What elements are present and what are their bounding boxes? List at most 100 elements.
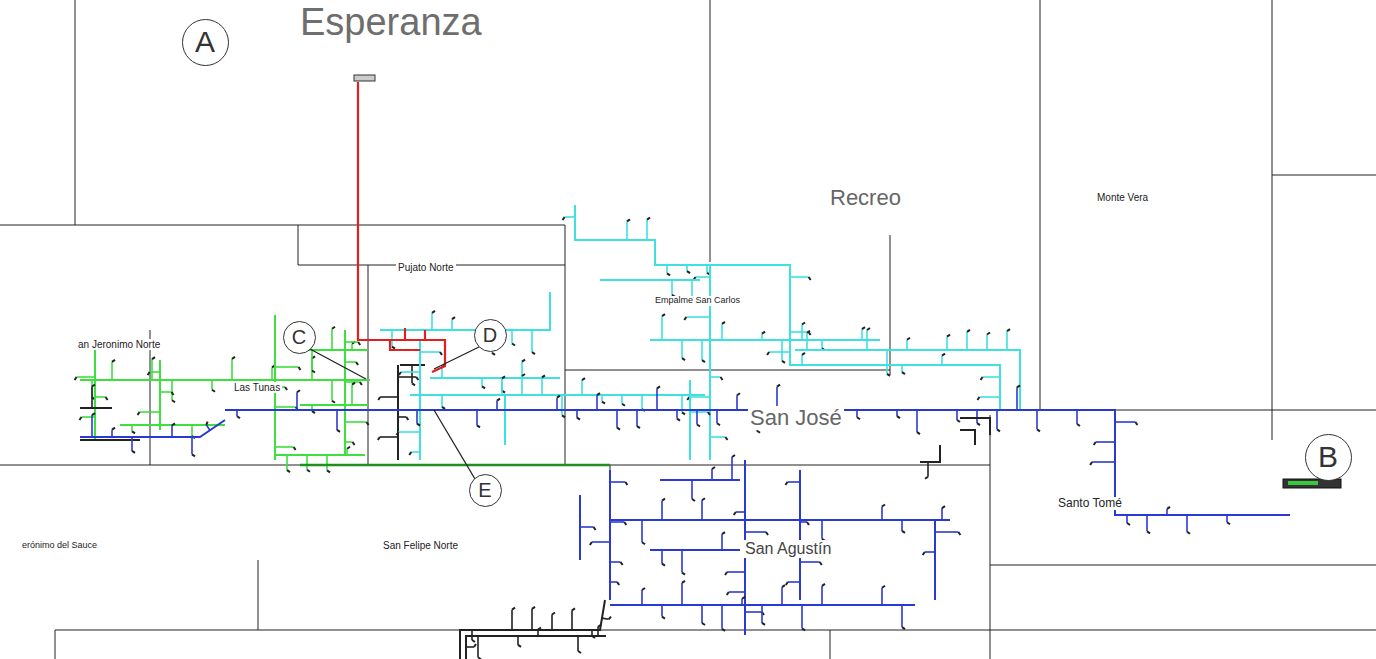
pipe-branch (1076, 410, 1078, 424)
pipe-branch (745, 531, 766, 533)
service-tick (532, 352, 535, 354)
pipe-branch (681, 340, 683, 358)
service-tick (1147, 531, 1150, 533)
service-tick (722, 322, 725, 324)
service-tick (662, 499, 665, 501)
service-tick (392, 347, 395, 349)
pipe-line (275, 454, 365, 456)
service-tick (907, 338, 910, 340)
service-tick (807, 522, 809, 525)
service-tick (958, 532, 960, 535)
pipe-branch (580, 526, 594, 528)
service-tick (1167, 507, 1170, 509)
pipe-branch (296, 392, 298, 410)
service-tick (957, 420, 960, 422)
service-tick (637, 426, 640, 428)
pipe-branch (736, 395, 738, 410)
service-tick (478, 657, 481, 659)
service-tick (897, 416, 900, 418)
pipe-branch (666, 265, 668, 273)
service-tick (923, 552, 925, 555)
pipe-branch (1146, 515, 1148, 531)
service-tick (697, 424, 700, 426)
service-tick (942, 354, 945, 356)
pipe-branch (689, 396, 710, 398)
service-tick (682, 581, 685, 583)
service-tick (285, 387, 287, 390)
pipe-branch (331, 329, 333, 350)
pipe-line (600, 279, 700, 281)
pipe-branch (941, 508, 943, 520)
pipe-branch (935, 531, 958, 533)
service-tick (598, 625, 601, 627)
pipe-branch (551, 615, 553, 630)
pipe-branch (781, 340, 783, 361)
service-tick (802, 353, 805, 355)
pipe-branch (610, 521, 624, 523)
place-name: San Agustín (743, 540, 833, 558)
service-tick (782, 585, 785, 587)
pipe-line (799, 470, 801, 600)
service-tick (597, 393, 600, 395)
service-tick (925, 477, 928, 479)
service-tick (802, 628, 805, 630)
service-tick (562, 415, 565, 417)
service-tick (367, 422, 369, 425)
service-tick (981, 377, 983, 380)
service-tick (502, 376, 505, 378)
service-tick (687, 271, 690, 273)
pipe-branch (800, 561, 820, 563)
pipe-branch (861, 329, 863, 340)
pipe-branch (592, 541, 610, 543)
pipe-branch (571, 610, 573, 630)
pipe-branch (881, 506, 883, 520)
pipe-branch (556, 398, 558, 410)
callout-circle: B (1305, 434, 1352, 481)
service-tick (782, 361, 785, 363)
place-name: Santo Tomé (1056, 497, 1124, 510)
service-tick (1090, 462, 1092, 465)
service-tick (353, 442, 355, 445)
pipe-branch (690, 411, 708, 413)
pipe-branch (351, 344, 353, 350)
pipe-branch (901, 520, 903, 531)
service-tick (712, 467, 715, 469)
pipe-branch (476, 410, 478, 425)
service-tick (497, 399, 500, 401)
pipe-branch (626, 221, 628, 240)
pipe-line (430, 377, 560, 379)
service-tick (1017, 385, 1020, 387)
service-tick (75, 377, 77, 380)
pipe-line (419, 340, 421, 460)
service-tick (327, 470, 330, 472)
service-tick (106, 397, 108, 400)
pipe-branch (451, 319, 453, 330)
pipe-branch (976, 410, 978, 423)
service-tick (237, 416, 240, 418)
pipe-branch (916, 410, 918, 432)
service-tick (917, 432, 920, 434)
service-tick (1135, 422, 1137, 425)
pipe-line (609, 470, 611, 600)
pipe-branch (411, 365, 413, 383)
pipe-line (575, 205, 790, 300)
pipe-branch (481, 378, 483, 386)
service-tick (997, 429, 1000, 431)
service-tick (809, 277, 811, 280)
place-name: Monte Vera (1095, 192, 1150, 203)
service-tick (406, 417, 408, 420)
pipe-branch (345, 361, 356, 363)
pipe-branch (431, 313, 433, 330)
service-tick (132, 451, 135, 453)
service-tick (396, 432, 398, 435)
pipe-line (795, 350, 1020, 410)
pipe-branch (641, 520, 643, 542)
service-tick (312, 411, 315, 413)
pipe-branch (191, 425, 193, 436)
place-name: erónimo del Sauce (20, 541, 99, 551)
pipe-branch (710, 376, 721, 378)
pipe-branch (661, 550, 663, 564)
service-tick (572, 608, 575, 610)
pipe-branch (596, 395, 598, 410)
